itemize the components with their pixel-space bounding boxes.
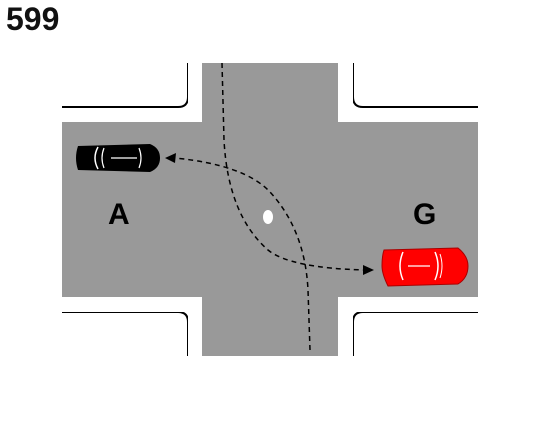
car-a-label: A xyxy=(108,198,130,231)
sidewalk-strips xyxy=(62,63,478,356)
car-g xyxy=(381,247,469,287)
car-g-label: G xyxy=(413,198,436,231)
question-number: 599 xyxy=(6,1,60,37)
vehicle-paths xyxy=(174,62,366,351)
path-arrowheads xyxy=(165,153,374,275)
car-a xyxy=(76,144,160,172)
center-marker xyxy=(263,210,273,224)
